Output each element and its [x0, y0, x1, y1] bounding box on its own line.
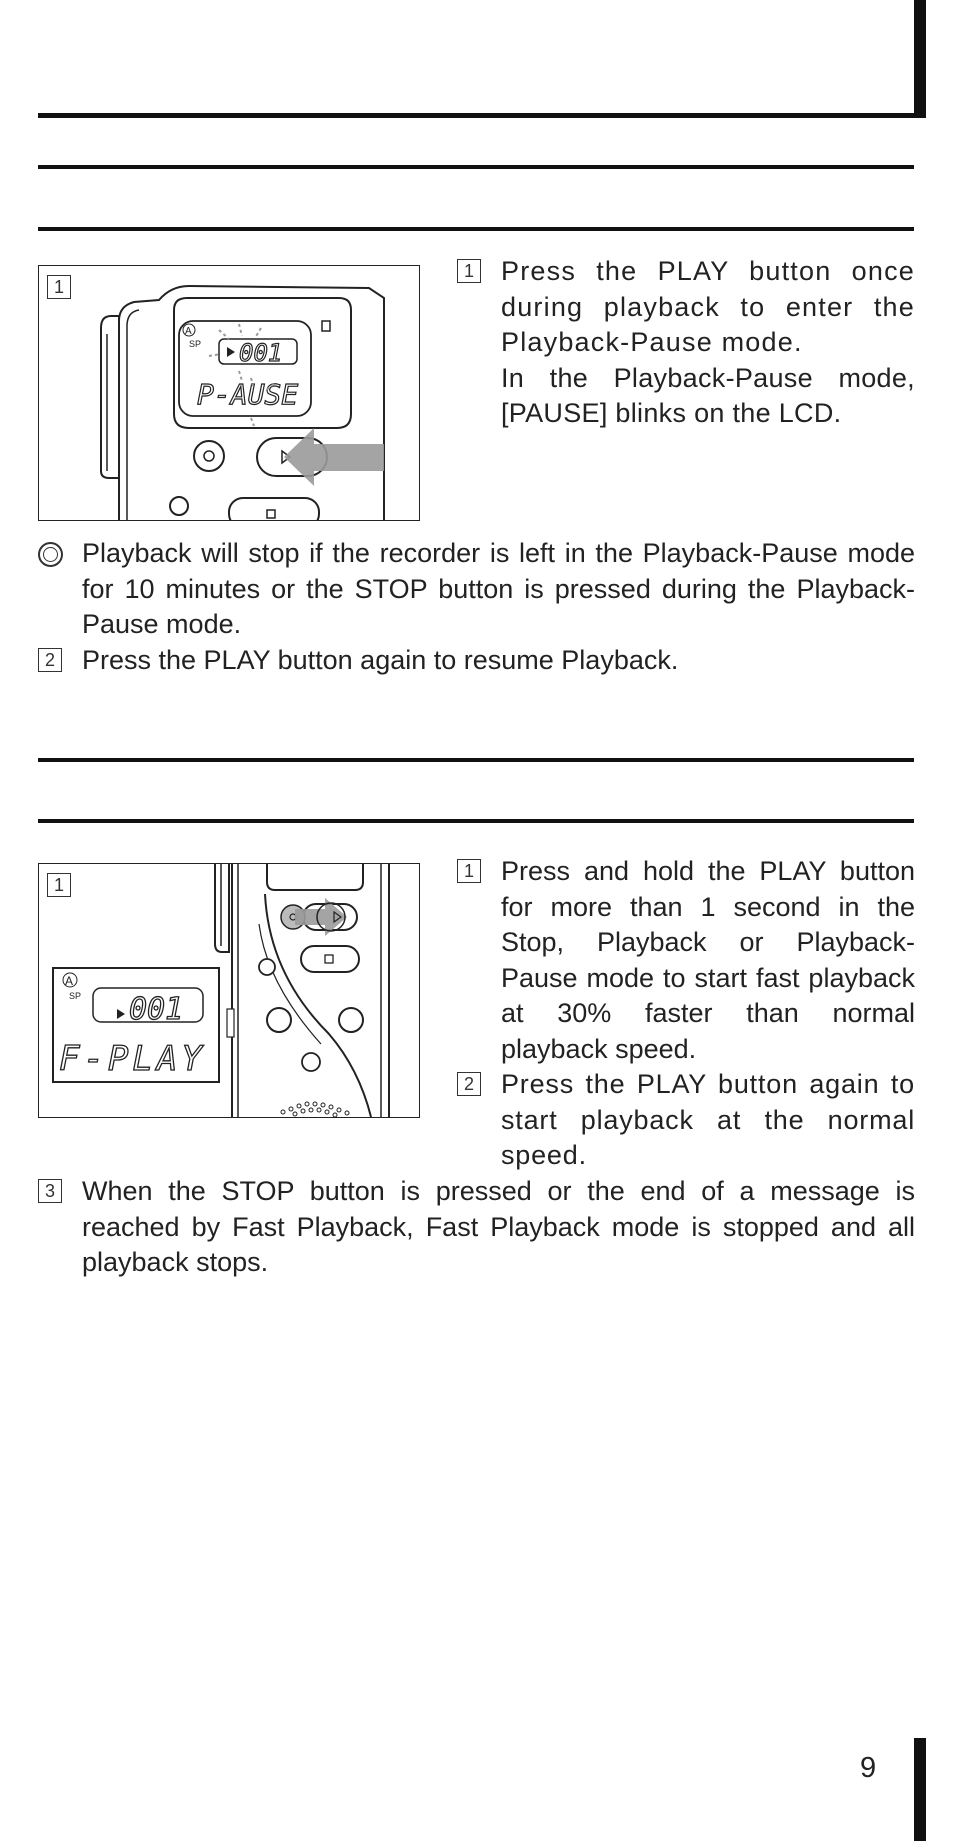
header-rule — [38, 113, 926, 118]
step-number: 1 — [457, 859, 481, 883]
note-marker-icon — [38, 542, 63, 567]
recorder-illustration: A SP 001 F-PLAY — [52, 864, 390, 1117]
note-playback-stop: Playback will stop if the recorder is le… — [38, 536, 915, 646]
figure-number: 1 — [47, 873, 71, 897]
lcd-mode-text: F-PLAY — [59, 1039, 206, 1079]
step-1-fast-playback: 1 Press and hold the PLAY button for mor… — [457, 854, 915, 1074]
note-text: Playback will stop if the recorder is le… — [82, 538, 915, 639]
step-text-line-2: In the Playback-Pause mode, [PAUSE] blin… — [501, 362, 915, 429]
page-edge-tab-bottom — [914, 1738, 926, 1841]
step-number: 1 — [457, 259, 481, 283]
section-rule-top — [38, 165, 914, 169]
section-rule-top — [38, 758, 914, 762]
section-rule-bottom — [38, 227, 914, 231]
lcd-speed: SP — [189, 339, 201, 349]
step-1-playback-pause: 1 Press the PLAY button once during play… — [457, 254, 915, 434]
figure-number: 1 — [47, 275, 71, 299]
step-number: 3 — [38, 1179, 62, 1203]
step-3-stop: 3 When the STOP button is pressed or the… — [38, 1174, 915, 1284]
lcd-speed: SP — [69, 991, 81, 1001]
lcd-indicator: A — [65, 974, 73, 988]
step-text: Press the PLAY button again to resume Pl… — [82, 645, 679, 675]
lcd-counter: 001 — [239, 339, 282, 367]
recorder-illustration: A SP 001 P-AUSE — [100, 284, 385, 520]
step-number: 2 — [457, 1072, 481, 1096]
lcd-indicator: A — [185, 326, 192, 337]
step-text: When the STOP button is pressed or the e… — [82, 1176, 915, 1277]
lcd-counter: 001 — [129, 992, 183, 1027]
step-2-resume: 2 Press the PLAY button again to resume … — [38, 643, 915, 683]
step-text: Press and hold the PLAY button for more … — [501, 856, 915, 1064]
figure-playback-pause: 1 A SP 001 P-AUSE — [38, 265, 420, 521]
step-text: Press the PLAY button again to start pla… — [501, 1069, 915, 1170]
page-number: 9 — [860, 1752, 877, 1784]
step-text-line-1: Press the PLAY button once during playba… — [501, 256, 915, 357]
page-edge-tab-top — [914, 0, 926, 118]
section-rule-bottom — [38, 819, 914, 823]
step-number: 2 — [38, 648, 62, 672]
figure-fast-playback: 1 A S — [38, 863, 420, 1118]
step-2-normal-speed: 2 Press the PLAY button again to start p… — [457, 1067, 915, 1177]
lcd-mode-text: P-AUSE — [197, 378, 298, 411]
